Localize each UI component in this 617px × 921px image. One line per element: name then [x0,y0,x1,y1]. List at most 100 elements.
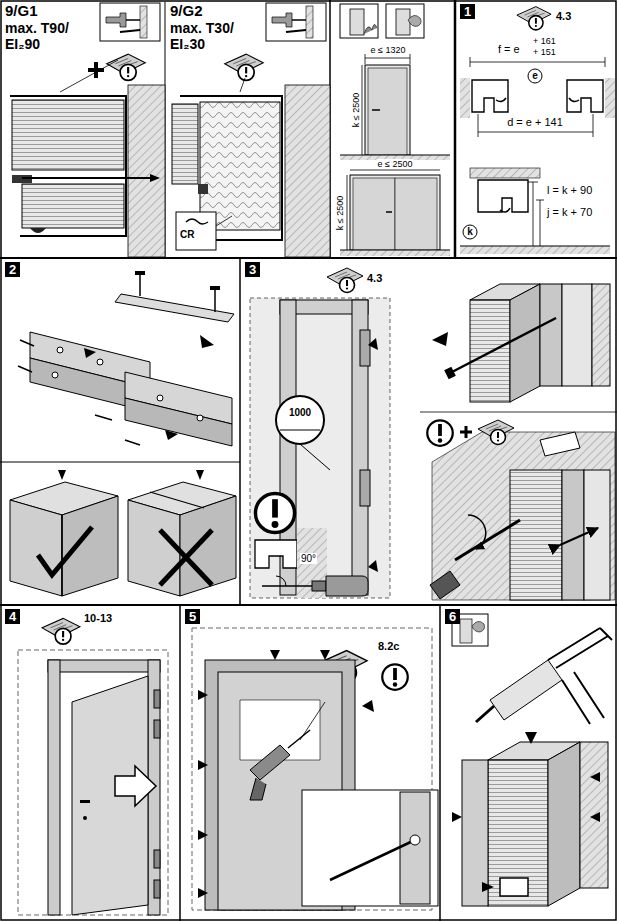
dimension-symbol: e [532,70,538,81]
corner-assembly [62,496,118,596]
dimension-figure [540,200,541,246]
anchor-detail [420,412,617,413]
sealing [590,772,600,782]
frame-section-g2 [200,102,280,230]
door-fixing [198,760,208,770]
frame-section-g1 [10,96,126,236]
dimension-figure [460,246,610,254]
frame-in-wall [276,576,286,586]
dimension-figure [478,114,479,137]
dimension-figure [593,114,594,137]
door-size-figure [364,24,377,34]
dimension-figure [528,69,542,83]
frame-in-wall [368,560,378,572]
door-fixing [250,745,290,780]
panel-frame [0,604,617,606]
door-size-figure [353,178,395,250]
door-size-figure [386,4,424,38]
corner-assembly [200,335,214,348]
corner-assembly [128,500,180,596]
door-size-figure [365,58,410,59]
door-size-figure [372,109,380,111]
dimension-figure [500,208,510,212]
corner-assembly [135,271,145,275]
corner-assembly [196,470,204,480]
dimension-figure [460,78,470,118]
corner-assembly [97,359,103,365]
door-hanging [154,850,160,868]
corner-assembly [139,275,141,296]
frame-in-wall [250,298,390,598]
door-hanging [18,618,168,915]
anchor-icon [106,13,126,27]
frame-section-g2 [172,54,330,257]
corner-assembly [95,415,112,420]
door-fixing [288,730,310,748]
fire-rating: max. T90/ EI₂90 [5,21,97,52]
corner-assembly [210,286,220,290]
panel-frame [439,605,441,921]
anchor-detail [562,284,592,386]
anchor-detail [430,571,460,599]
corner-assembly [150,492,204,508]
dimension-figure [460,7,615,254]
door-fixing [410,835,420,845]
step-number-text: 6 [449,609,456,624]
door-size-figure [340,4,450,256]
sealing [600,628,612,640]
frame-in-wall [255,540,297,568]
door-size-figure [340,250,450,256]
sealing [580,742,608,888]
dimension-figure [517,7,551,30]
corner-assembly [0,462,240,463]
frame-section-g1 [107,54,146,80]
anchor-icon [272,13,292,27]
corner-assembly [18,366,32,372]
frame-section-g1 [128,85,165,257]
sealing [452,812,462,822]
profile-code: CR [180,229,194,240]
step-number: 5 [185,609,200,624]
door-size-figure [410,54,411,64]
corner-assembly [58,470,66,480]
dimension-figure [605,78,615,118]
door-size-figure [362,65,363,155]
anchor-detail [540,432,580,456]
door-hanging [154,720,160,738]
anchor-icon [100,3,160,41]
manual-reference: 4.3 [367,272,382,284]
door-hanging [83,816,87,820]
door-size-figure [347,175,348,250]
anchor-icon [140,6,147,38]
frame-section-g1 [22,177,150,179]
sealing [488,760,548,906]
door-fixing [198,830,208,840]
anchor-icon [120,30,140,32]
frame-in-wall [327,268,363,293]
dimension-figure [478,180,528,212]
corner-assembly [52,372,58,378]
door-hanging [18,650,168,915]
manual-reference: 4.3 [556,10,571,22]
dimension-label: e ≤ 1320 [370,45,407,55]
frame-in-wall [297,528,327,598]
corner-assembly [197,415,203,421]
door-hanging [154,690,160,708]
anchor-icon [306,6,313,38]
frame-section-g2 [216,216,232,226]
dimension-figure [472,80,508,112]
door-size-figure [350,175,440,250]
door-fixing [198,690,208,700]
door-fixing [270,650,280,660]
frame-in-wall [300,444,330,470]
dimension-label: e ≤ 2500 [377,159,414,169]
sealing [460,619,472,643]
dimension-figure [470,57,471,67]
step-number: 3 [245,262,260,277]
corner-assembly [125,398,232,446]
sealing [490,660,562,720]
dimension-label: k ≤ 2500 [351,92,361,128]
frame-section-g1 [10,54,165,257]
dimension-figure [478,132,593,133]
